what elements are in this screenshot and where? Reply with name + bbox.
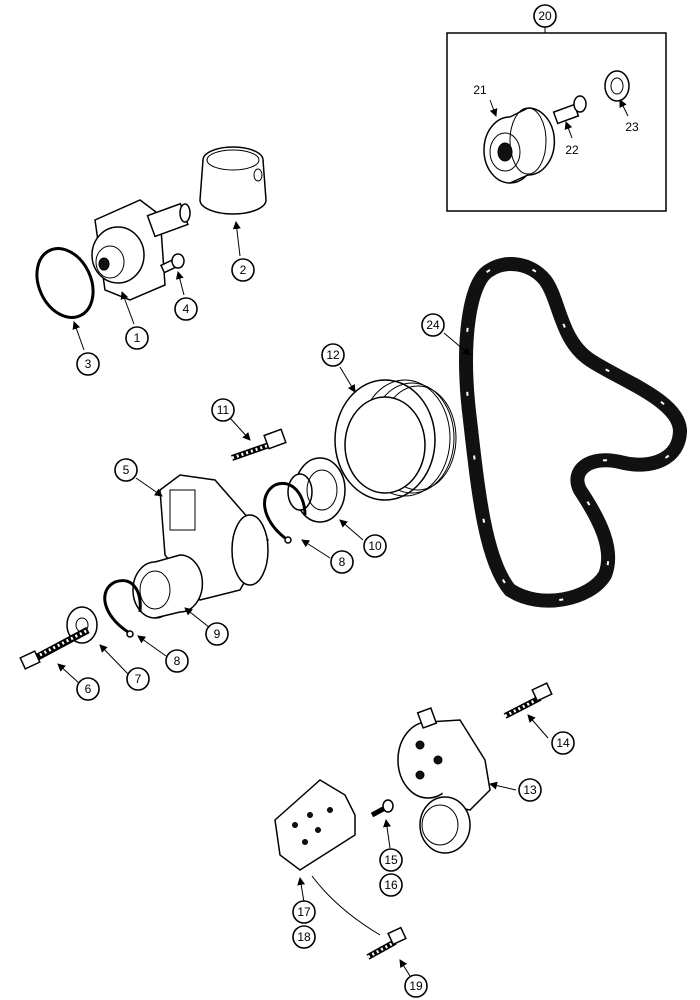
idler-pulley-part [483,107,556,184]
callout-15: 15 [379,848,403,872]
idler-washer-part [604,70,630,102]
svg-text:2: 2 [240,263,247,277]
svg-text:19: 19 [409,979,423,993]
svg-text:15: 15 [384,853,398,867]
svg-text:13: 13 [523,783,537,797]
svg-text:9: 9 [214,627,221,641]
bolt-14-part [503,682,553,719]
svg-text:17: 17 [297,905,311,919]
snap-ring-upper-part [263,481,307,544]
svg-text:16: 16 [384,878,398,892]
crank-pulley-part [334,379,457,501]
svg-text:11: 11 [217,403,230,417]
svg-text:8: 8 [339,555,346,569]
callout-19: 19 [404,974,428,998]
svg-text:1: 1 [134,331,141,345]
water-pump-part [91,199,191,301]
o-ring-part [35,247,95,319]
sleeve-part [199,146,267,215]
callout-11: 11 [211,398,235,422]
callout-13: 13 [518,778,542,802]
callout-4: 4 [174,297,198,321]
svg-text:5: 5 [123,463,130,477]
callout-8-upper: 8 [330,550,354,574]
callout-9: 9 [205,622,229,646]
callout-8-lower: 8 [165,649,189,673]
bolt-6-part [19,626,90,670]
snap-ring-lower-part [103,579,142,638]
tensioner-part [397,707,491,854]
idler-bolt-part [552,95,587,125]
bolt-19-part [366,926,407,960]
svg-text:3: 3 [85,357,92,371]
callout-2: 2 [231,258,255,282]
svg-text:7: 7 [135,672,142,686]
leader-lines [57,99,629,977]
plate-part [274,779,356,871]
bolt-11-part [231,428,287,461]
screw-15-part [370,799,394,818]
callout-16: 16 [379,873,403,897]
label-22: 22 [565,143,579,157]
callout-24: 24 [421,313,445,337]
callout-14: 14 [551,731,575,755]
pump-bolt-part [159,253,185,274]
callout-3: 3 [76,352,100,376]
svg-text:12: 12 [326,348,340,362]
callout-10: 10 [363,534,387,558]
callout-20: 20 [533,4,557,28]
svg-text:14: 14 [556,736,570,750]
drive-belt-part [459,257,688,608]
svg-text:24: 24 [426,318,440,332]
label-21: 21 [473,83,487,97]
label-23: 23 [625,120,639,134]
callout-5: 5 [114,458,138,482]
svg-text:20: 20 [538,9,552,23]
callout-18: 18 [292,925,316,949]
callout-12: 12 [321,343,345,367]
svg-text:18: 18 [297,930,311,944]
bearing-part [132,554,204,619]
svg-text:8: 8 [174,654,181,668]
svg-text:10: 10 [368,539,382,553]
callout-7: 7 [126,667,150,691]
svg-text:6: 6 [85,682,92,696]
callout-6: 6 [76,677,100,701]
idler-kit-inset [446,27,667,212]
callout-17: 17 [292,900,316,924]
svg-text:4: 4 [183,302,190,316]
callout-1: 1 [125,326,149,350]
